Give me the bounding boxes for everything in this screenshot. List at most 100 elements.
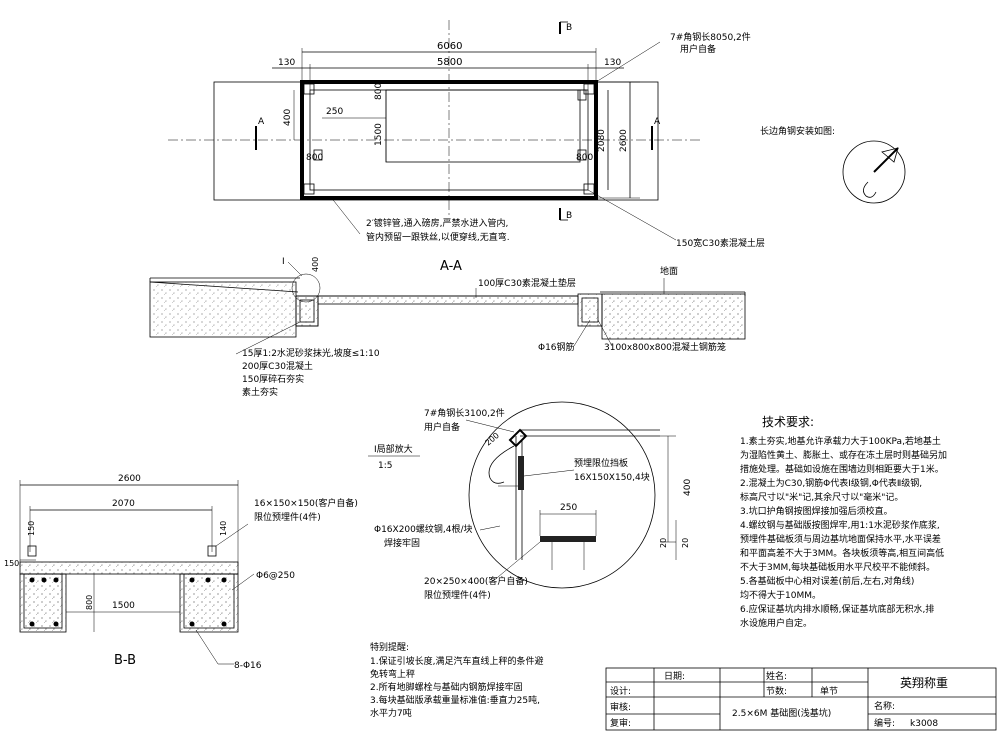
detail-scale: 1:5 bbox=[378, 461, 392, 471]
detail-dim-200: 200 bbox=[484, 431, 501, 448]
detail-note-limit-2: 16X150X150,4块 bbox=[574, 471, 650, 483]
special-line-4: 3.每块基础版承载重量标准值:垂直力25吨, bbox=[370, 694, 540, 706]
detail-note-limit-1: 预埋限位挡板 bbox=[574, 457, 628, 469]
section-a-right-label: A bbox=[654, 117, 661, 127]
special-line-1: 1.保证引坡长度,满足汽车直线上秤的条件避 bbox=[370, 655, 543, 667]
tech-line-5: 标高尺寸以"米"记,其余尺寸以"毫米"记。 bbox=[740, 491, 903, 503]
note-ground: 地面 bbox=[660, 265, 678, 277]
layer-note-1: 15厚1:2水泥砂浆抹光,坡度≤1:10 bbox=[242, 347, 380, 359]
corner-embeds bbox=[303, 83, 595, 195]
tech-line-10: 不大于3MM,每块基础板用水平尺校平不能倾斜。 bbox=[740, 561, 935, 573]
bb-dim-140: 140 bbox=[219, 521, 228, 536]
detail-title: I局部放大 bbox=[374, 443, 413, 455]
tech-line-1: 1.素土夯实,地基允许承载力大于100KPa,若地基土 bbox=[740, 435, 941, 447]
tech-line-4: 2.混凝土为C30,钢筋Φ代表Ⅰ级钢,Φ代表Ⅱ级钢, bbox=[740, 477, 922, 489]
tb-drawing-name: 2.5×6M 基础图(浅基坑) bbox=[732, 707, 831, 719]
detail-note-bolt-2: 焊接牢固 bbox=[384, 537, 420, 549]
bb-note-embed-2: 限位预埋件(4件) bbox=[254, 511, 321, 523]
dim-2600: 2600 bbox=[619, 129, 629, 152]
detail-note-plate-1: 20×250×400(客户自备) bbox=[424, 575, 528, 587]
dim-130-right: 130 bbox=[604, 58, 621, 68]
tech-line-6: 3.坑口护角钢按图焊接加强后须校直。 bbox=[740, 505, 893, 517]
note-rebar-cage: 3100x800x800混凝土钢筋笼 bbox=[604, 341, 726, 353]
bb-dim-150: 150 bbox=[27, 521, 36, 536]
note-angle-steel-1: 7#角钢长8050,2件 bbox=[670, 31, 751, 43]
section-b-b: 2600 2070 150 150 140 1 bbox=[4, 474, 358, 671]
tech-line-8: 预埋件基础板须与周边基坑地面保持水平,水平误差 bbox=[740, 533, 941, 545]
section-aa-dim-400: 400 bbox=[311, 257, 320, 272]
tb-material-label: 名称: bbox=[874, 700, 895, 712]
detail-i-marker: I bbox=[282, 257, 285, 267]
section-b-top-label: B bbox=[566, 23, 572, 33]
detail-note-bolt-1: Φ16X200螺纹钢,4根/块 bbox=[374, 523, 473, 535]
detail-dim-20b: 20 bbox=[681, 538, 690, 548]
tb-number-label: 编号: bbox=[874, 717, 895, 729]
dim-400: 400 bbox=[283, 109, 293, 126]
section-aa-title: A-A bbox=[440, 259, 462, 274]
detail-dim-400: 400 bbox=[683, 479, 693, 496]
detail-note-angle-2: 用户自备 bbox=[424, 421, 460, 433]
bb-dim-150-left: 150 bbox=[4, 559, 19, 568]
tech-line-3: 措施处理。基础如设施在围墙边则相距要大于1米。 bbox=[740, 463, 944, 475]
bb-dim-800: 800 bbox=[85, 595, 94, 610]
note-pipe-1: 2′镀锌管,通入磅房,严禁水进入管内, bbox=[366, 217, 508, 229]
tb-design-label: 设计: bbox=[610, 685, 631, 697]
dim-1500: 1500 bbox=[374, 123, 384, 146]
bb-rebar-dots bbox=[29, 577, 227, 627]
special-line-3: 2.所有地脚螺栓与基础内钢筋焊接牢固 bbox=[370, 681, 523, 693]
dim-800-b: 800 bbox=[306, 153, 323, 163]
note-concrete-150: 150宽C30素混凝土层 bbox=[676, 237, 765, 249]
bb-dim-1500: 1500 bbox=[112, 601, 135, 611]
tech-line-13: 6.应保证基坑内排水顺畅,保证基坑底部无积水,排 bbox=[740, 603, 934, 615]
special-line-5: 水平力7吨 bbox=[370, 707, 412, 719]
tb-date-label: 日期: bbox=[664, 671, 685, 682]
tb-company: 英翔称重 bbox=[900, 676, 948, 690]
note-rebar-16: Φ16钢筋 bbox=[538, 341, 575, 353]
dim-5800: 5800 bbox=[437, 57, 462, 68]
tech-line-11: 5.各基础板中心相对误差(前后,左右,对角线) bbox=[740, 575, 914, 587]
detail-i-enlarged: I局部放大 1:5 200 400 250 20 20 7#角钢长3100,2 bbox=[368, 401, 693, 601]
bb-dim-2070: 2070 bbox=[112, 499, 135, 509]
title-block: 日期: 姓名: 英翔称重 设计: 节数: 单节 审核: 2.5×6M 基础图(浅… bbox=[605, 667, 997, 731]
tech-line-7: 4.螺纹钢与基础版按图焊牢,用1:1水泥砂浆作底浆, bbox=[740, 519, 940, 531]
corner-detail-title: 长边角钢安装如图: bbox=[760, 125, 835, 137]
tech-line-9: 和平面高差不大于3MM。各块板须等高,相互间高低 bbox=[740, 547, 944, 559]
corner-angle-detail: 长边角钢安装如图: bbox=[760, 125, 906, 204]
dim-800-a: 800 bbox=[374, 83, 384, 100]
tech-line-2: 为湿陷性黄土、膨胀土、或存在冻土层时则基础另加 bbox=[740, 449, 947, 461]
tb-name-label: 姓名: bbox=[766, 670, 787, 682]
layer-note-2: 200厚C30混凝土 bbox=[242, 360, 313, 372]
bb-note-bars: 8-Φ16 bbox=[234, 661, 262, 671]
tb-unit: 单节 bbox=[820, 685, 838, 697]
dim-130-left: 130 bbox=[278, 58, 295, 68]
bb-note-embed-1: 16×150×150(客户自备) bbox=[254, 497, 358, 509]
tech-title: 技术要求: bbox=[762, 415, 814, 429]
tb-recheck-label: 复审: bbox=[610, 717, 631, 729]
note-pad-layer: 100厚C30素混凝土垫层 bbox=[478, 277, 576, 289]
section-b-bottom-label: B bbox=[566, 211, 572, 221]
bb-note-stirrup: Φ6@250 bbox=[256, 571, 295, 581]
dim-2080: 2080 bbox=[597, 129, 607, 152]
tb-review-label: 审核: bbox=[610, 701, 631, 713]
detail-note-angle-1: 7#角钢长3100,2件 bbox=[424, 407, 505, 419]
layer-note-4: 素土夯实 bbox=[242, 386, 278, 398]
tb-section-label: 节数: bbox=[766, 685, 787, 697]
special-title: 特别提醒: bbox=[370, 641, 409, 653]
plan-view: B B A A 6060 5800 130 130 400 250 800 15… bbox=[168, 20, 765, 249]
section-a-left-label: A bbox=[258, 117, 265, 127]
bb-dim-2600: 2600 bbox=[118, 474, 141, 484]
detail-dim-250: 250 bbox=[560, 503, 577, 513]
detail-dim-20a: 20 bbox=[659, 538, 668, 548]
tech-line-12: 均不得大于10MM。 bbox=[740, 589, 821, 601]
section-a-a: A-A I 400 100厚C30素混凝土垫层 地面 Φ16钢筋 3100x80… bbox=[149, 257, 746, 398]
layer-note-3: 150厚碎石夯实 bbox=[242, 373, 304, 385]
dim-6060: 6060 bbox=[437, 41, 462, 52]
tb-number-value: k3008 bbox=[910, 719, 938, 729]
tech-line-14: 水设施用户自定。 bbox=[740, 617, 812, 629]
special-line-2: 免转弯上秤 bbox=[370, 668, 415, 680]
technical-requirements: 技术要求: 1.素土夯实,地基允许承载力大于100KPa,若地基土 为湿陷性黄土… bbox=[740, 415, 947, 629]
dim-250: 250 bbox=[326, 107, 343, 117]
note-angle-steel-2: 用户自备 bbox=[680, 43, 716, 55]
note-pipe-2: 管内预留一跟铁丝,以便穿线,无直弯. bbox=[366, 231, 510, 243]
